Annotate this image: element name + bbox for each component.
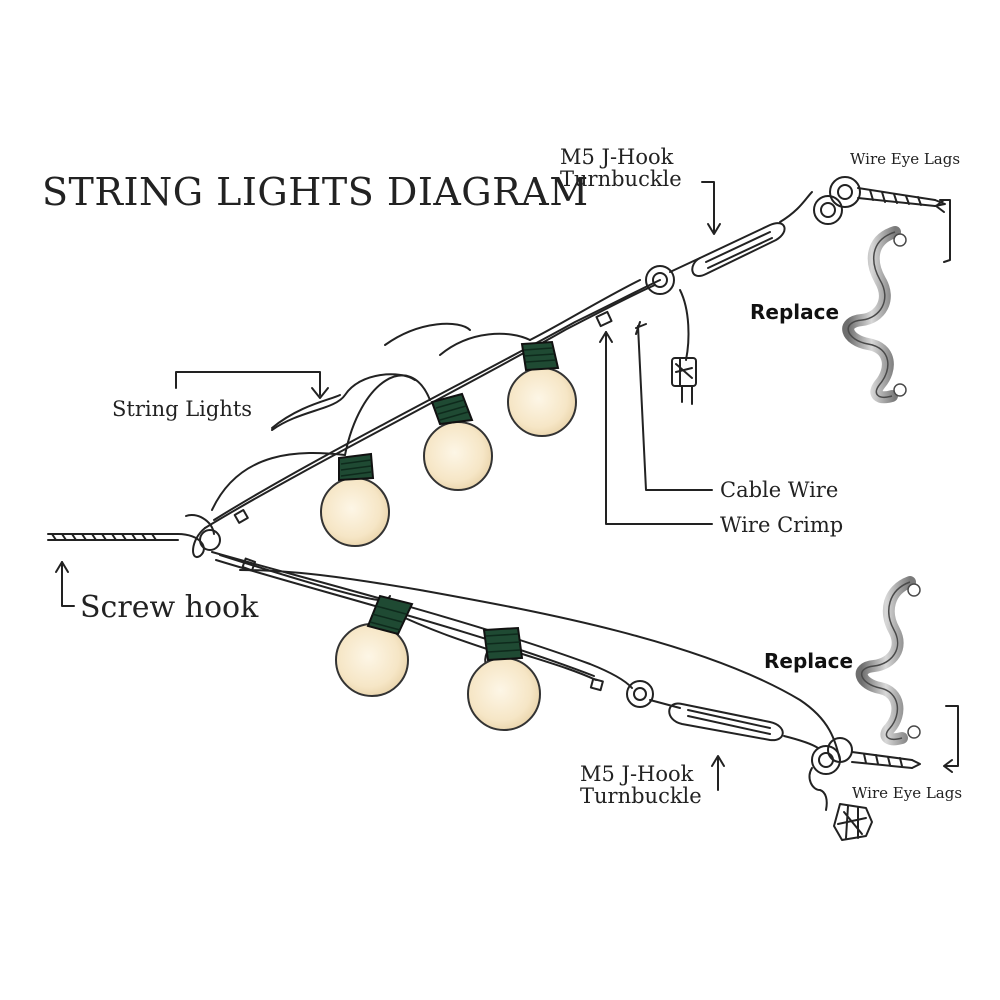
- callout-wire-crimp: [599, 331, 713, 525]
- cable-wire-top: [204, 279, 661, 529]
- label-cable-wire: Cable Wire: [720, 478, 839, 502]
- callout-screw-hook: [55, 561, 75, 607]
- bulb-top-1: [320, 452, 390, 547]
- bulb-bottom-1: [335, 594, 414, 697]
- label-string-lights: String Lights: [112, 397, 253, 421]
- wire-crimp-bottom: [241, 557, 604, 692]
- label-replace-bottom: Replace: [764, 649, 854, 673]
- turnbuckle-bottom: [626, 680, 921, 841]
- string-lights-pointer: [175, 371, 416, 431]
- label-wire-eye-lags-bottom: Wire Eye Lags: [852, 784, 963, 802]
- light-cord-top: [211, 279, 641, 511]
- bulb-top-3: [507, 340, 577, 437]
- label-replace-top: Replace: [750, 300, 840, 324]
- callout-eye-lags-bottom: [943, 705, 959, 773]
- bulb-top-2: [423, 392, 493, 491]
- diagram-title: STRING LIGHTS DIAGRAM: [42, 170, 589, 214]
- label-turnbuckle-top-line1: M5 J-Hook: [560, 145, 674, 169]
- replace-eye-lag-bottom: [855, 576, 921, 746]
- callout-turnbuckle-bottom: [711, 755, 725, 791]
- callout-cable-wire: [635, 321, 713, 491]
- screw-hook: [47, 514, 221, 559]
- label-wire-eye-lags-top: Wire Eye Lags: [850, 150, 961, 168]
- label-turnbuckle-bottom-line1: M5 J-Hook: [580, 762, 694, 786]
- label-wire-crimp: Wire Crimp: [720, 513, 844, 537]
- bulb-bottom-2: [467, 626, 541, 731]
- turnbuckle-top: [645, 176, 946, 405]
- callout-turnbuckle-top: [701, 181, 721, 235]
- label-turnbuckle-bottom: M5 J-Hook Turnbuckle: [580, 763, 702, 807]
- wire-crimp-top: [233, 310, 613, 524]
- label-screw-hook: Screw hook: [80, 590, 259, 625]
- label-turnbuckle-bottom-line2: Turnbuckle: [580, 784, 702, 809]
- callout-eye-lags-top: [935, 199, 951, 263]
- replace-eye-lag-top: [842, 226, 907, 404]
- label-turnbuckle-top-line2: Turnbuckle: [560, 167, 682, 192]
- label-turnbuckle-top: M5 J-Hook Turnbuckle: [560, 146, 682, 190]
